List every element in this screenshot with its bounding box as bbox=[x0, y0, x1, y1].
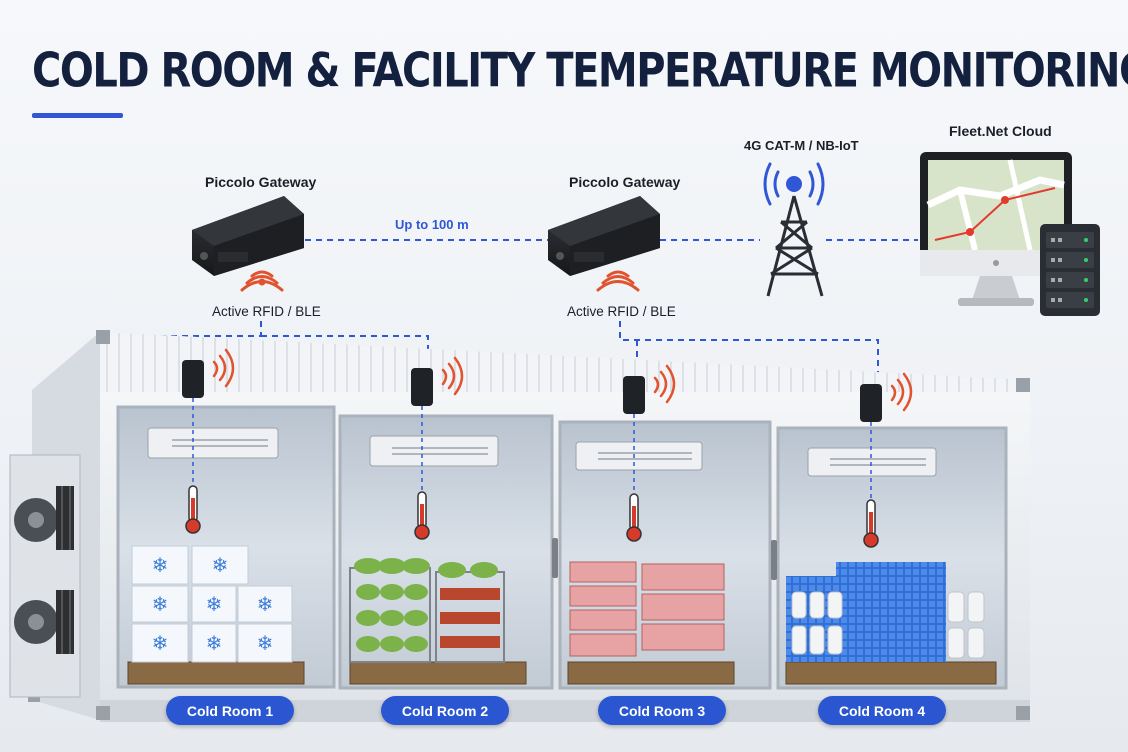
svg-text:❄: ❄ bbox=[257, 594, 274, 616]
meat-trays-icon bbox=[569, 561, 725, 657]
svg-text:❄: ❄ bbox=[152, 555, 169, 577]
svg-text:❄: ❄ bbox=[257, 633, 274, 655]
cell-tower-icon bbox=[763, 162, 825, 297]
gateway-2-label: Piccolo Gateway bbox=[569, 174, 681, 190]
cloud-label: Fleet.Net Cloud bbox=[949, 123, 1052, 139]
svg-text:❄: ❄ bbox=[212, 555, 229, 577]
svg-text:❄: ❄ bbox=[206, 633, 223, 655]
signal-waves-icon bbox=[240, 270, 284, 292]
thermometer-icon bbox=[185, 485, 879, 548]
gateway-device-icon bbox=[192, 196, 304, 276]
bottles-crates-icon bbox=[786, 562, 985, 662]
evaporator-units bbox=[147, 427, 937, 477]
gateway-1-sublabel: Active RFID / BLE bbox=[212, 304, 321, 319]
server-icon bbox=[1040, 224, 1100, 316]
gateway-1-label: Piccolo Gateway bbox=[205, 174, 317, 190]
sensor-signal-icon bbox=[212, 348, 913, 412]
signal-waves-icon bbox=[596, 270, 640, 292]
room-label-3: Cold Room 3 bbox=[598, 696, 726, 725]
svg-text:❄: ❄ bbox=[152, 594, 169, 616]
room-label-1: Cold Room 1 bbox=[166, 696, 294, 725]
gateway-device-icon bbox=[548, 196, 660, 276]
frozen-boxes-icon bbox=[131, 545, 293, 663]
svg-text:❄: ❄ bbox=[206, 594, 223, 616]
gateway-2-sublabel: Active RFID / BLE bbox=[567, 304, 676, 319]
svg-text:❄: ❄ bbox=[152, 633, 169, 655]
page-title: COLD ROOM & FACILITY TEMPERATURE MONITOR… bbox=[32, 44, 1128, 99]
title-underline bbox=[32, 113, 123, 118]
room-label-2: Cold Room 2 bbox=[381, 696, 509, 725]
link-range-label: Up to 100 m bbox=[395, 217, 469, 232]
vegetable-racks-icon bbox=[349, 558, 505, 663]
condenser-unit-icon bbox=[9, 454, 81, 698]
sensor-tag-icon bbox=[182, 360, 882, 422]
pallets bbox=[127, 661, 997, 685]
room-label-4: Cold Room 4 bbox=[818, 696, 946, 725]
network-label: 4G CAT-M / NB-IoT bbox=[744, 138, 859, 153]
network-links bbox=[123, 239, 918, 385]
